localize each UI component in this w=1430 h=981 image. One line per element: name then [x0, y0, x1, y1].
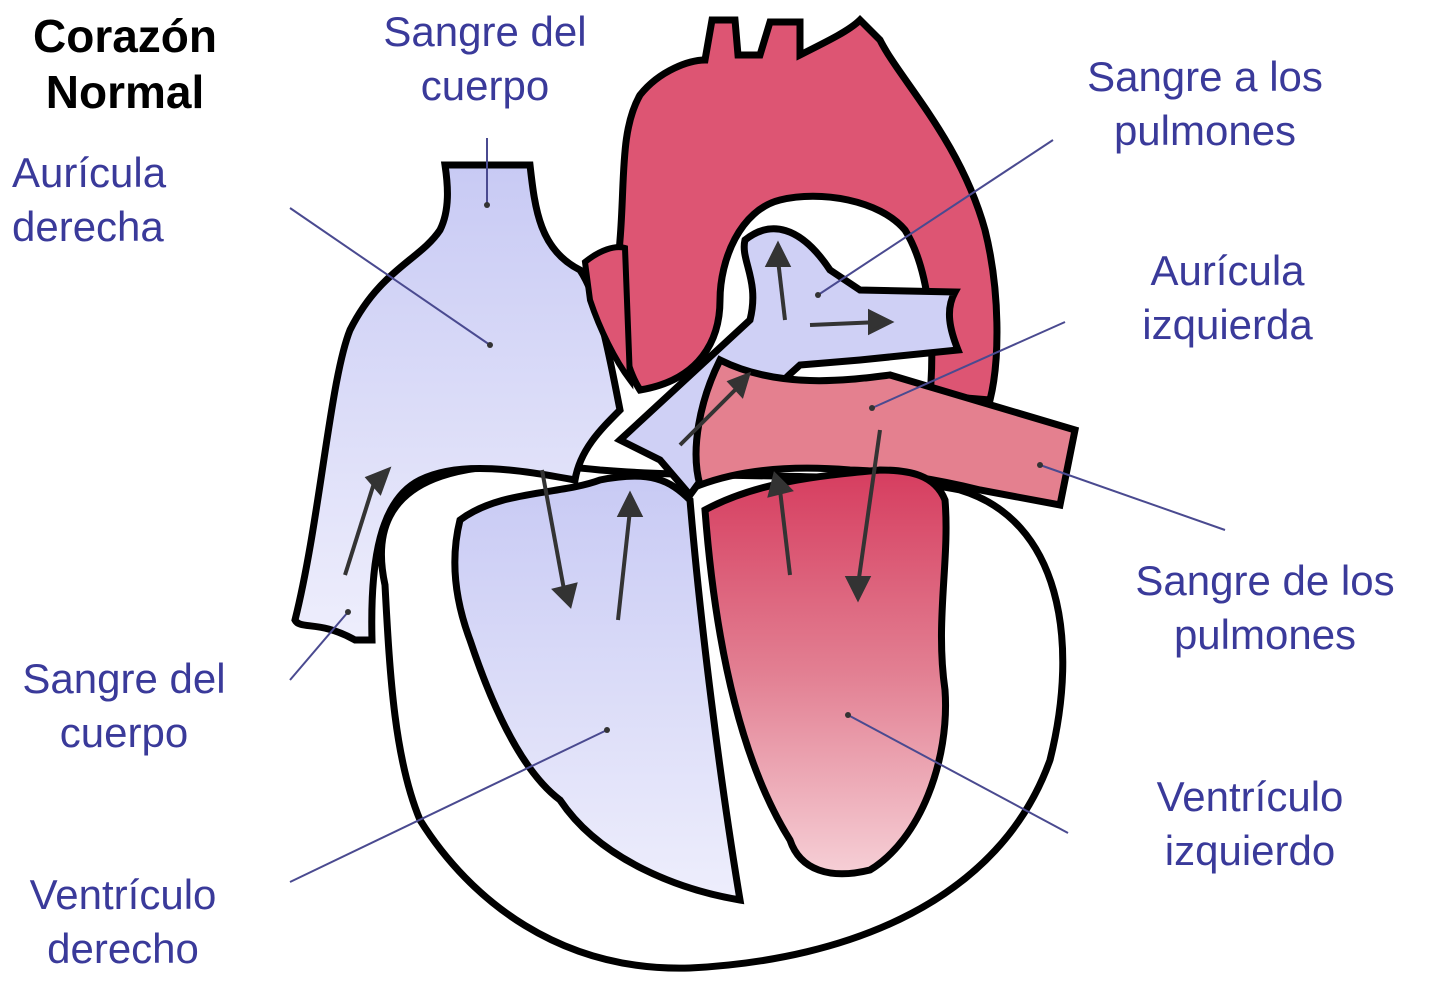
leader-blood-from-lungs — [1040, 465, 1225, 530]
label-right-ventricle: Ventrículo derecho — [0, 868, 246, 976]
label-bottom-body-blood: Sangre del cuerpo — [0, 652, 248, 760]
label-right-atrium: Aurícula derecha — [0, 146, 212, 254]
label-top-body-blood: Sangre del cuerpo — [360, 5, 610, 113]
label-blood-to-lungs: Sangre a los pulmones — [1060, 50, 1350, 158]
label-left-atrium: Aurícula izquierda — [1110, 244, 1345, 352]
label-left-ventricle: Ventrículo izquierdo — [1120, 770, 1380, 878]
label-blood-from-lungs: Sangre de los pulmones — [1105, 554, 1425, 662]
